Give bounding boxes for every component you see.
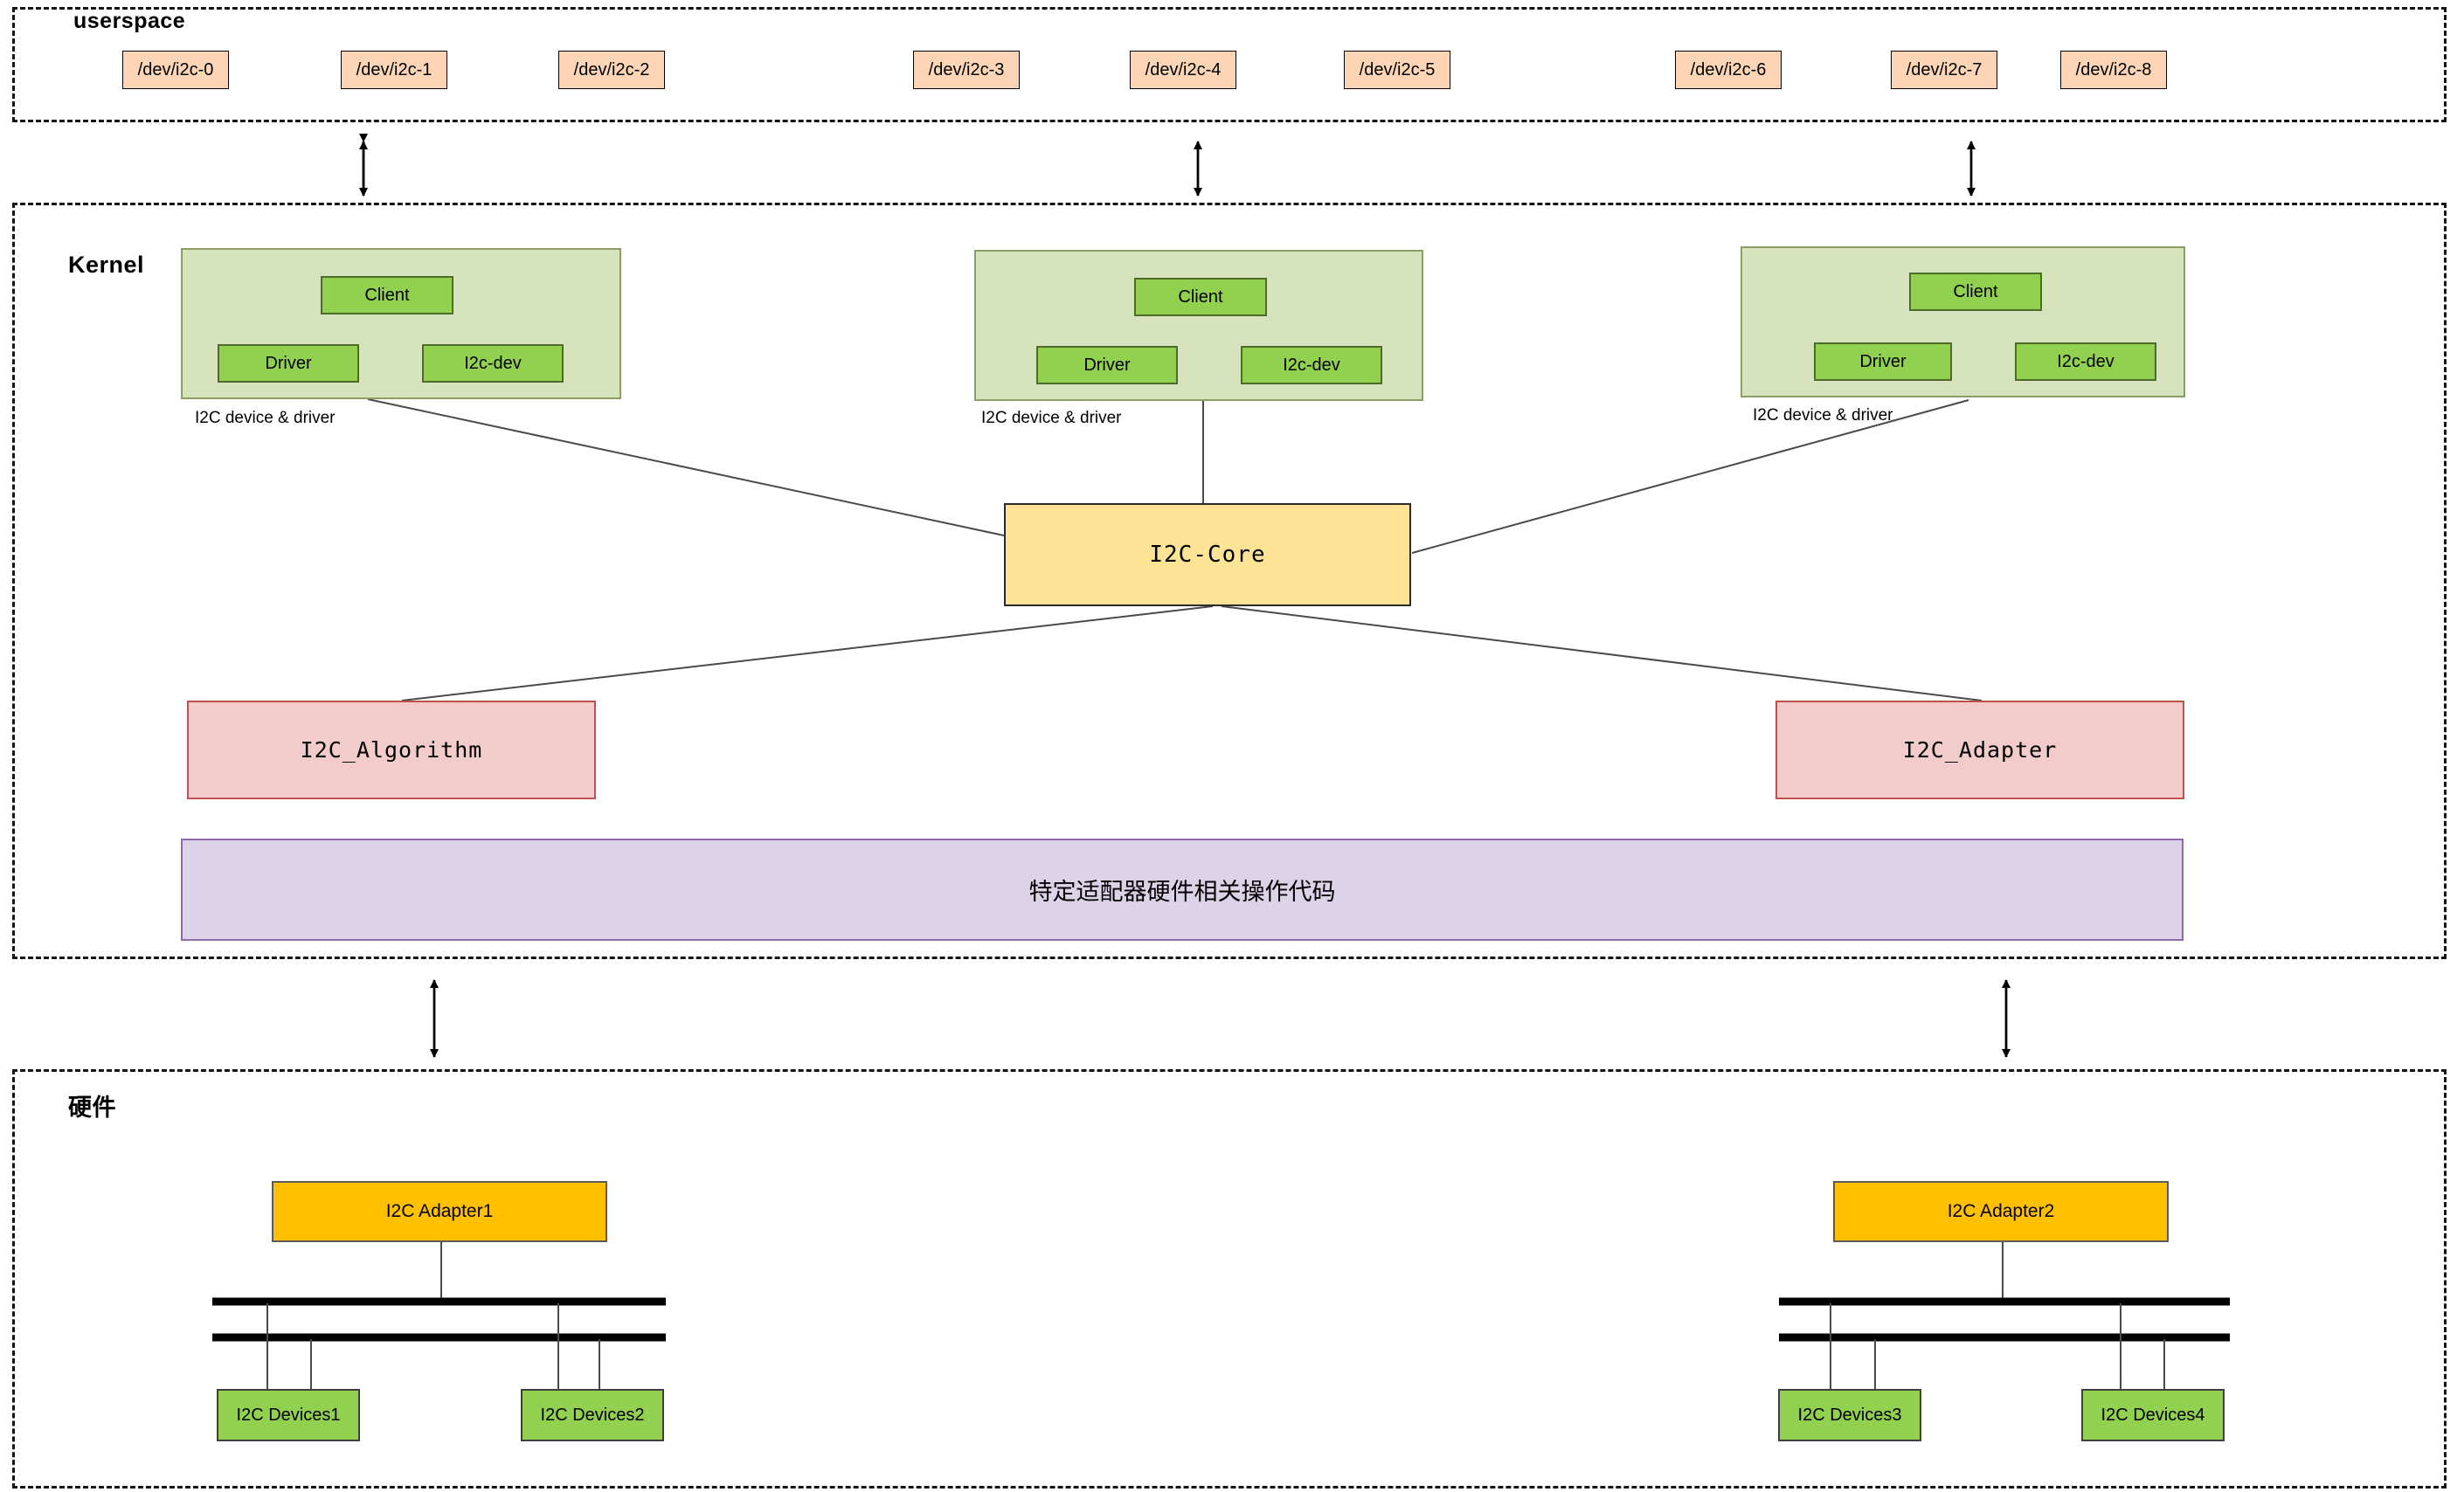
hardware-section <box>12 1069 2447 1489</box>
i2c-dev-box: I2c-dev <box>2015 342 2156 381</box>
i2c-algorithm-box: I2C_Algorithm <box>187 701 596 799</box>
client-box: Client <box>321 276 453 314</box>
i2c-adapter-box: I2C_Adapter <box>1775 701 2184 799</box>
driver-box: Driver <box>1036 346 1178 384</box>
dev-node-i2c-2: /dev/i2c-2 <box>558 51 665 89</box>
driver-box: Driver <box>218 344 359 383</box>
userspace-label: userspace <box>73 9 186 33</box>
dev-node-i2c-5: /dev/i2c-5 <box>1344 51 1450 89</box>
client-box: Client <box>1134 278 1267 316</box>
dev-node-i2c-1: /dev/i2c-1 <box>341 51 447 89</box>
i2c-adapter2-box: I2C Adapter2 <box>1833 1181 2169 1242</box>
kernel-section <box>12 203 2447 959</box>
kernel-label: Kernel <box>68 252 145 278</box>
i2c-adapter1-box: I2C Adapter1 <box>272 1181 607 1242</box>
dev-node-i2c-3: /dev/i2c-3 <box>913 51 1020 89</box>
driver-box: Driver <box>1814 342 1952 381</box>
device-driver-group-1: Client Driver I2c-dev <box>181 248 621 399</box>
i2c-dev-box: I2c-dev <box>422 344 564 383</box>
dev-node-i2c-7: /dev/i2c-7 <box>1891 51 1997 89</box>
i2c-devices4-box: I2C Devices4 <box>2081 1389 2225 1441</box>
i2c-devices3-box: I2C Devices3 <box>1778 1389 1921 1441</box>
device-driver-group-2: Client Driver I2c-dev <box>974 250 1423 401</box>
group-2-caption: I2C device & driver <box>981 409 1122 427</box>
i2c-core-box: I2C-Core <box>1004 503 1411 606</box>
i2c-dev-box: I2c-dev <box>1241 346 1382 384</box>
dev-node-i2c-6: /dev/i2c-6 <box>1675 51 1782 89</box>
dev-node-i2c-4: /dev/i2c-4 <box>1130 51 1236 89</box>
group-1-caption: I2C device & driver <box>195 409 336 427</box>
adapter-hw-code-box: 特定适配器硬件相关操作代码 <box>181 839 2184 941</box>
device-driver-group-3: Client Driver I2c-dev <box>1741 246 2185 397</box>
userspace-section <box>12 7 2447 122</box>
i2c-devices2-box: I2C Devices2 <box>521 1389 664 1441</box>
dev-node-i2c-0: /dev/i2c-0 <box>122 51 229 89</box>
hardware-label: 硬件 <box>68 1095 116 1121</box>
group-3-caption: I2C device & driver <box>1753 406 1893 425</box>
dev-node-i2c-8: /dev/i2c-8 <box>2060 51 2167 89</box>
client-box: Client <box>1909 273 2042 311</box>
i2c-devices1-box: I2C Devices1 <box>217 1389 360 1441</box>
